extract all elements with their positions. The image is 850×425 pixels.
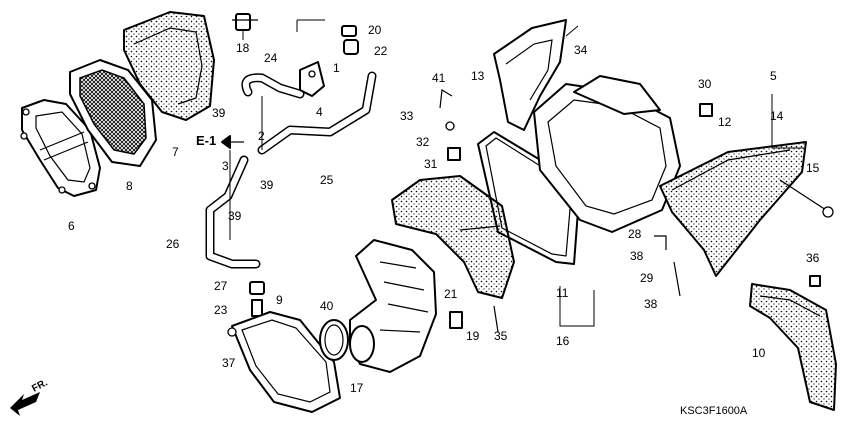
label-19: 19 <box>466 329 480 343</box>
label-21: 21 <box>444 287 458 301</box>
air-cleaner-case <box>533 75 681 233</box>
label-22: 22 <box>374 44 388 58</box>
label-5: 5 <box>770 69 777 83</box>
side-cover-13 <box>493 19 567 131</box>
label-11: 11 <box>556 286 569 300</box>
cover-gasket-9 <box>231 311 341 413</box>
bolt-36 <box>809 275 821 287</box>
label-39-upper: 39 <box>212 106 226 120</box>
mud-guard <box>749 283 837 411</box>
air-cleaner-boot <box>349 239 437 373</box>
label-7: 7 <box>172 145 179 159</box>
screw-35 <box>493 305 499 333</box>
label-39-lower: 39 <box>228 209 242 223</box>
label-8: 8 <box>126 179 133 193</box>
bolt-32 <box>445 121 455 131</box>
label-1: 1 <box>333 61 340 75</box>
connecting-band <box>319 319 349 361</box>
grommet-31 <box>447 147 461 161</box>
clip-21 <box>449 311 463 329</box>
label-2: 2 <box>258 129 265 143</box>
bolt-28 <box>654 235 667 250</box>
label-13: 13 <box>471 69 485 83</box>
front-direction-label: FR. <box>30 377 50 394</box>
clip-30 <box>699 103 713 117</box>
label-15: 15 <box>806 161 820 175</box>
label-40: 40 <box>320 299 334 313</box>
drain-plug <box>249 281 265 317</box>
front-direction-arrow <box>10 392 40 416</box>
label-25: 25 <box>320 173 334 187</box>
label-10: 10 <box>752 346 766 360</box>
label-31: 31 <box>424 157 438 171</box>
filter-holder-frame <box>20 99 101 197</box>
label-34: 34 <box>574 43 588 57</box>
filter-mesh-cage <box>69 59 157 167</box>
label-28: 28 <box>628 227 642 241</box>
label-41: 41 <box>432 71 446 85</box>
stay-33 <box>439 89 453 109</box>
label-33: 33 <box>400 109 414 123</box>
label-23: 23 <box>214 303 228 317</box>
breather-cap <box>232 13 258 31</box>
label-16: 16 <box>556 334 570 348</box>
bolt-29 <box>673 261 681 297</box>
label-36: 36 <box>806 251 820 265</box>
air-cleaner-base <box>391 175 515 299</box>
case-gasket-11 <box>477 131 581 265</box>
label-12: 12 <box>718 115 732 129</box>
breather-fitting <box>341 25 359 55</box>
label-9: 9 <box>276 293 283 307</box>
label-27: 27 <box>214 279 228 293</box>
hose-bracket <box>299 61 325 97</box>
breather-hose-24 <box>241 73 305 99</box>
reference-arrow <box>221 135 244 149</box>
label-30: 30 <box>698 77 712 91</box>
label-26: 26 <box>166 237 180 251</box>
air-filter-element <box>123 11 215 121</box>
breather-hose-25 <box>257 71 377 155</box>
label-35: 35 <box>494 329 508 343</box>
label-6: 6 <box>68 219 75 233</box>
drain-hose-26 <box>205 155 261 269</box>
air-cleaner-cover <box>659 141 807 277</box>
diagram-code: KSC3F1600A <box>680 405 748 417</box>
label-29: 29 <box>640 271 654 285</box>
label-39-middle: 39 <box>260 178 274 192</box>
label-32: 32 <box>416 135 430 149</box>
label-14: 14 <box>770 109 784 123</box>
bolt-15 <box>779 179 834 218</box>
label-38-upper: 38 <box>630 249 644 263</box>
label-17: 17 <box>350 381 364 395</box>
label-20: 20 <box>368 23 382 37</box>
label-38-lower: 38 <box>644 297 658 311</box>
reference-label: E-1 <box>196 133 216 148</box>
label-4: 4 <box>316 105 323 119</box>
label-18: 18 <box>236 41 250 55</box>
label-37: 37 <box>222 356 236 370</box>
label-24: 24 <box>264 51 278 65</box>
label-3: 3 <box>222 159 229 173</box>
